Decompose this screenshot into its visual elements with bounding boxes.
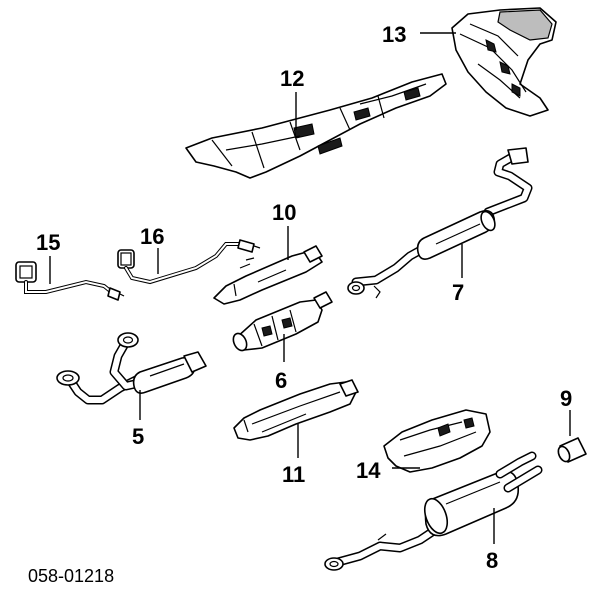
part-10-catalytic-converter-shield (213, 245, 323, 305)
callout-5: 5 (132, 424, 144, 449)
part-8-rear-muffler (324, 451, 543, 571)
part-13-manifold-heat-shield (451, 7, 557, 117)
callout-11: 11 (282, 462, 305, 487)
part-6-catalytic-converter (232, 291, 333, 352)
part-12-center-heat-shield (185, 73, 447, 179)
part-15-oxygen-sensor (15, 261, 125, 301)
callout-14: 14 (356, 458, 381, 483)
part-14-muffler-heat-shield (383, 409, 491, 473)
callout-13: 13 (382, 22, 406, 47)
callout-16: 16 (140, 224, 164, 249)
callout-12: 12 (280, 66, 304, 91)
part-11-converter-heat-shield (233, 379, 359, 441)
part-9-tailpipe-tip (557, 437, 587, 463)
callout-8: 8 (486, 548, 498, 573)
callout-7: 7 (452, 280, 464, 305)
callout-15: 15 (36, 230, 60, 255)
callout-6: 6 (275, 368, 287, 393)
callout-9: 9 (560, 386, 572, 411)
diagram-code: 058-01218 (28, 566, 114, 586)
part-7-center-pipe-resonator (347, 147, 533, 299)
part-5-front-exhaust-pipe (56, 332, 207, 405)
callout-10: 10 (272, 200, 296, 225)
part-16-oxygen-sensor (117, 239, 261, 285)
